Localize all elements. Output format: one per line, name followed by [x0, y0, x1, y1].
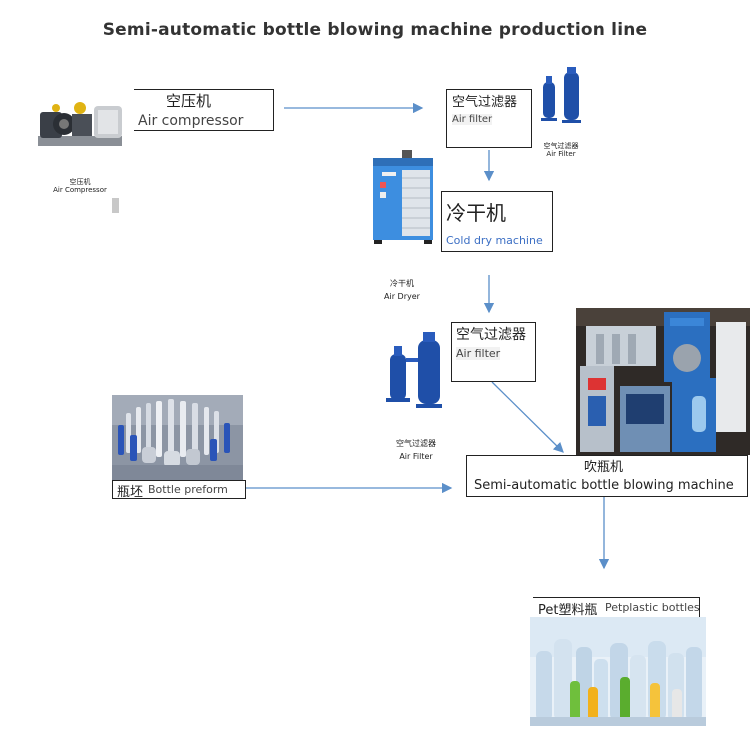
air-filter-2-image [384, 330, 448, 414]
air-filter-1-caption-en: Air Filter [546, 150, 576, 158]
blowing-machine-label-zh: 吹瓶机 [584, 460, 624, 475]
pet-bottles-image [530, 617, 706, 726]
air-filter-1-image [538, 66, 584, 128]
page-title: Semi-automatic bottle blowing machine pr… [102, 20, 648, 40]
air-compressor-caption-zh: 空压机 [69, 178, 91, 186]
cold-dryer-box [441, 191, 553, 252]
cold-dryer-image [370, 148, 436, 246]
air-filter-2-label-zh: 空气过滤器 [456, 327, 526, 343]
air-filter-1-label-en: Air filter [452, 114, 493, 125]
air-filter-2-label-en: Air filter [456, 347, 501, 360]
arrow-filter-to-blower [491, 381, 564, 453]
bottle-preform-label-zh: 瓶坯 [117, 485, 144, 500]
cold-dryer-caption-en: Air Dryer [384, 292, 420, 301]
air-filter-1-label-zh: 空气过滤器 [452, 95, 518, 110]
blowing-machine-label-en: Semi-automatic bottle blowing machine [474, 478, 734, 493]
bottle-preform-label-en: Bottle preform [148, 483, 228, 496]
air-compressor-label-en: Air compressor [138, 113, 244, 129]
bottle-preform-box [112, 480, 246, 499]
blowing-machine-box [466, 455, 748, 497]
cold-dryer-caption-zh: 冷干机 [390, 279, 414, 288]
air-filter-2-caption-zh: 空气过滤器 [396, 439, 436, 448]
air-filter-2-caption-en: Air Filter [399, 452, 433, 461]
air-compressor-image [34, 96, 126, 154]
pet-bottles-box [533, 597, 700, 617]
cold-dryer-label-zh: 冷干机 [446, 201, 506, 225]
blowing-machine-image [576, 308, 750, 455]
air-compressor-caption-en: Air Compressor [53, 186, 107, 194]
pet-bottles-label-zh: Pet塑料瓶 [538, 603, 598, 618]
air-compressor-box [134, 89, 274, 131]
air-compressor-label-zh: 空压机 [166, 92, 212, 110]
air-filter-1-caption-zh: 空气过滤器 [543, 142, 579, 150]
gray-marker [112, 198, 119, 213]
cold-dryer-label-en: Cold dry machine [446, 234, 543, 247]
bottle-preform-image [112, 395, 243, 480]
pet-bottles-label-en: Petplastic bottles [605, 601, 700, 614]
